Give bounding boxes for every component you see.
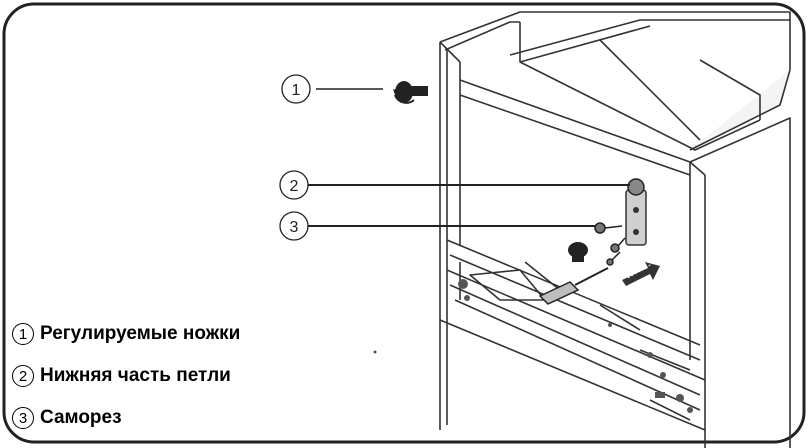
- adjustable-foot-icon: [393, 81, 428, 104]
- callout-3-circle: [279, 211, 309, 241]
- direction-arrow-icon: [622, 261, 660, 286]
- base-details: [373, 279, 693, 413]
- foot-on-base-icon: [568, 242, 588, 262]
- callout-1-number: 1: [292, 82, 301, 99]
- legend-3-text: Саморез: [40, 407, 122, 428]
- legend-3-number: 3: [12, 407, 34, 429]
- callout-2-circle: [279, 170, 309, 200]
- legend-2-text: Нижняя часть петли: [40, 365, 231, 386]
- callout-3-number: 3: [290, 219, 299, 236]
- legend-2-number: 2: [12, 365, 34, 387]
- screwdriver-icon: [538, 267, 609, 305]
- legend-1-text: Регулируемые ножки: [40, 323, 241, 344]
- dishwasher-illustration: [439, 11, 791, 448]
- legend-item-1: 1 Регулируемые ножки: [12, 323, 240, 345]
- legend-item-2: 2 Нижняя часть петли: [12, 365, 231, 387]
- diagram-border: [2, 2, 806, 444]
- callout-2-number: 2: [290, 178, 299, 195]
- callout-1-circle: [281, 74, 311, 104]
- screw-icon: [594, 222, 626, 266]
- legend-1-number: 1: [12, 323, 34, 345]
- legend-item-3: 3 Саморез: [12, 407, 122, 429]
- hinge-bottom-icon: [625, 178, 647, 246]
